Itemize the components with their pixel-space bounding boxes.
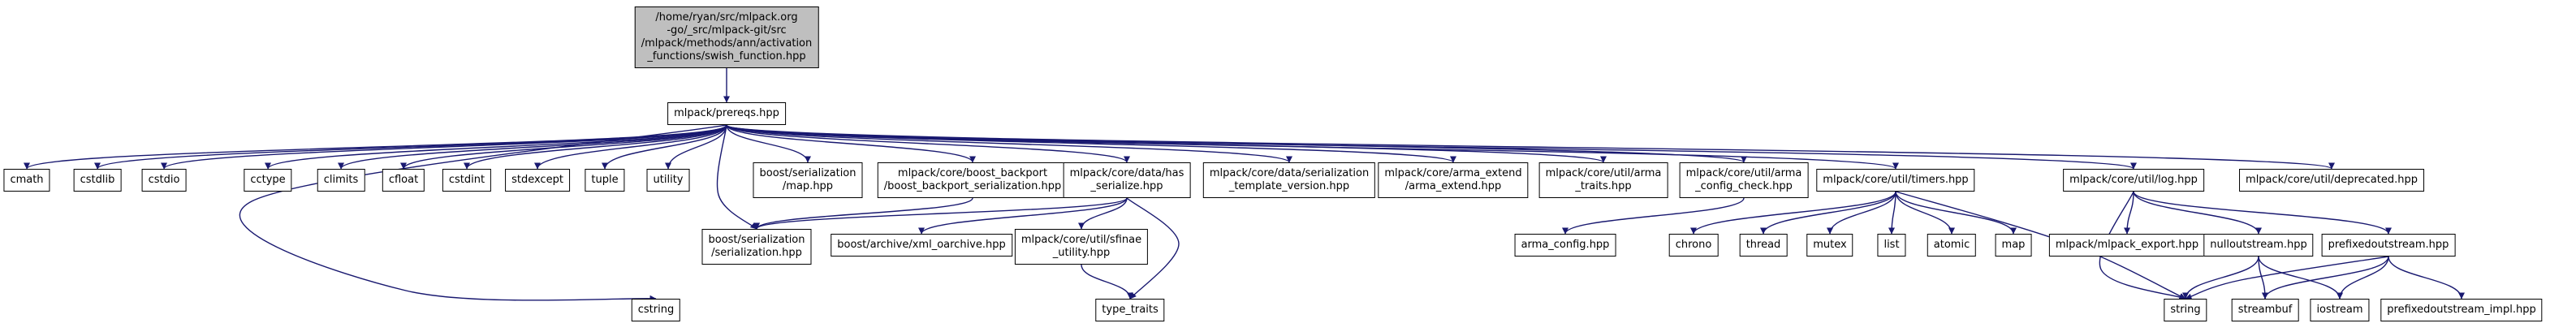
- edge-has_serialize-sfinae: [1078, 197, 1128, 230]
- graph-node-mlpack_export[interactable]: mlpack/mlpack_export.hpp: [2048, 234, 2206, 257]
- edge-boost_backport-serialization: [753, 197, 973, 230]
- edge-timers-list: [1888, 191, 1896, 235]
- graph-node-stdexcept: stdexcept: [505, 169, 570, 192]
- edge-timers-chrono: [1690, 191, 1896, 235]
- graph-node-type_traits: type_traits: [1095, 299, 1165, 321]
- graph-node-arma_config_check[interactable]: mlpack/core/util/arma _config_check.hpp: [1679, 162, 1809, 198]
- graph-node-cmath: cmath: [3, 169, 50, 192]
- edge-log-string: [2099, 191, 2186, 300]
- edge-prereqs-has_serialize: [726, 124, 1130, 163]
- edge-has_serialize-xml_oarchive: [918, 197, 1128, 235]
- graph-node-iostream: iostream: [2310, 299, 2370, 321]
- graph-node-map_hpp: boost/serialization /map.hpp: [753, 162, 863, 198]
- graph-node-prefixedoutstream_impl: prefixedoutstream_impl.hpp: [2380, 299, 2543, 321]
- graph-node-cstring: cstring: [631, 299, 681, 321]
- edge-prereqs-serialization: [716, 124, 757, 230]
- graph-node-arma_config[interactable]: arma_config.hpp: [1514, 234, 1616, 257]
- graph-node-arma_traits[interactable]: mlpack/core/util/arma _traits.hpp: [1538, 162, 1668, 198]
- edge-prefixedoutstream-streambuf: [2262, 256, 2389, 300]
- graph-node-cfloat: cfloat: [382, 169, 425, 192]
- edge-sfinae-type_traits: [1081, 264, 1133, 300]
- graph-node-cctype: cctype: [244, 169, 292, 192]
- edge-log-mlpack_export: [2124, 191, 2134, 235]
- edge-has_serialize-serialization: [753, 197, 1128, 230]
- edge-prereqs-deprecated: [726, 124, 2335, 170]
- graph-node-nulloutstream[interactable]: nulloutstream.hpp: [2203, 234, 2314, 257]
- edge-log-prefixedoutstream: [2133, 191, 2392, 235]
- graph-node-root: /home/ryan/src/mlpack.org -go/_src/mlpac…: [634, 6, 819, 68]
- graph-node-cstdint: cstdint: [442, 169, 492, 192]
- edge-prefixedoutstream-string: [2185, 256, 2389, 300]
- edge-has_serialize-type_traits: [1126, 197, 1180, 300]
- graph-node-mutex: mutex: [1806, 234, 1853, 257]
- edge-prefixedoutstream-iostream: [2337, 256, 2389, 300]
- graph-node-boost_backport[interactable]: mlpack/core/boost_backport /boost_backpo…: [877, 162, 1068, 198]
- graph-node-thread: thread: [1739, 234, 1788, 257]
- graph-node-xml_oarchive: boost/archive/xml_oarchive.hpp: [831, 234, 1012, 257]
- edge-nulloutstream-string: [2182, 256, 2259, 300]
- graph-node-ser_template[interactable]: mlpack/core/data/serialization _template…: [1202, 162, 1376, 198]
- edge-prereqs-boost_backport: [726, 124, 976, 163]
- graph-node-string: string: [2164, 299, 2207, 321]
- graph-node-arma_extend[interactable]: mlpack/core/arma_extend /arma_extend.hpp: [1378, 162, 1529, 198]
- edge-prereqs-cstring: [239, 124, 727, 302]
- edge-prereqs-arma_extend: [726, 124, 1456, 163]
- edge-arma_config_check-arma_config: [1562, 197, 1745, 235]
- edge-nulloutstream-iostream: [2258, 256, 2343, 300]
- edge-prereqs-map_hpp: [726, 124, 811, 163]
- graph-node-has_serialize[interactable]: mlpack/core/data/has _serialize.hpp: [1063, 162, 1191, 198]
- graph-node-utility: utility: [646, 169, 690, 192]
- edge-prereqs-cstdint: [464, 124, 727, 170]
- edge-prereqs-timers: [726, 124, 1899, 170]
- edge-prereqs-cctype: [265, 124, 727, 170]
- edge-prereqs-utility: [665, 124, 727, 170]
- edge-prereqs-tuple: [602, 124, 727, 170]
- graph-node-log[interactable]: mlpack/core/util/log.hpp: [2063, 169, 2204, 192]
- edge-log-nulloutstream: [2133, 191, 2262, 235]
- graph-node-climits: climits: [317, 169, 365, 192]
- edge-prefixedoutstream-prefixedoutstream_impl: [2388, 256, 2465, 300]
- graph-node-prefixedoutstream[interactable]: prefixedoutstream.hpp: [2321, 234, 2456, 257]
- graph-node-cstdio: cstdio: [141, 169, 187, 192]
- graph-node-streambuf: streambuf: [2231, 299, 2299, 321]
- graph-node-sfinae[interactable]: mlpack/core/util/sfinae _utility.hpp: [1014, 229, 1149, 265]
- edge-prereqs-climits: [338, 124, 727, 170]
- edge-prereqs-cmath: [24, 124, 727, 170]
- edge-timers-map_std: [1895, 191, 2017, 235]
- edge-timers-thread: [1760, 191, 1896, 235]
- graph-node-serialization: boost/serialization /serialization.hpp: [701, 229, 812, 265]
- edge-prereqs-log: [726, 124, 2137, 170]
- graph-node-cstdlib: cstdlib: [73, 169, 122, 192]
- edge-prereqs-stdexcept: [534, 124, 727, 170]
- graph-node-map_std: map: [1995, 234, 2032, 257]
- graph-node-list: list: [1877, 234, 1906, 257]
- graph-node-prereqs[interactable]: mlpack/prereqs.hpp: [667, 102, 786, 125]
- graph-node-timers[interactable]: mlpack/core/util/timers.hpp: [1816, 169, 1975, 192]
- edge-prereqs-cstdio: [161, 124, 727, 170]
- graph-node-chrono: chrono: [1668, 234, 1719, 257]
- edge-timers-atomic: [1895, 191, 1955, 235]
- edge-prereqs-cfloat: [400, 124, 727, 170]
- edge-prereqs-ser_template: [726, 124, 1292, 163]
- edge-timers-mutex: [1827, 191, 1896, 235]
- graph-node-deprecated[interactable]: mlpack/core/util/deprecated.hpp: [2239, 169, 2424, 192]
- graph-node-tuple: tuple: [585, 169, 625, 192]
- graph-node-atomic: atomic: [1927, 234, 1977, 257]
